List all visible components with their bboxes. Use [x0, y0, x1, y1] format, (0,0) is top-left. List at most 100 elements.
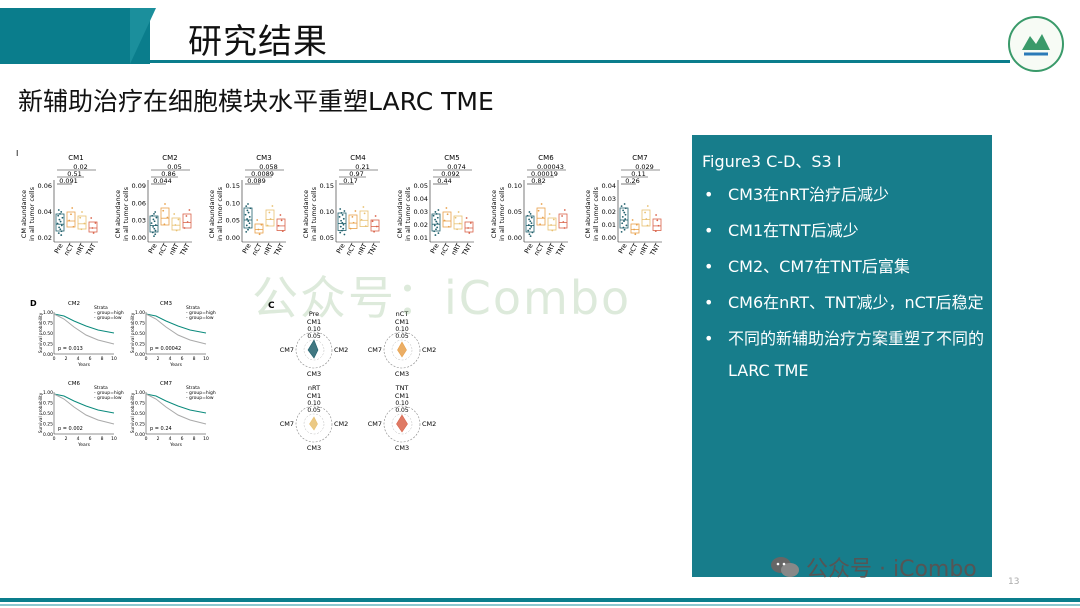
data-point [433, 230, 436, 233]
data-point [622, 209, 624, 212]
y-tick-label: 1.00 [43, 390, 53, 396]
y-tick-label: 0.05 [320, 234, 334, 242]
data-point [153, 227, 156, 230]
y-axis-label: Survival probability [38, 392, 43, 433]
box-nct [160, 207, 170, 226]
data-point [248, 215, 251, 218]
data-point [246, 218, 248, 220]
strata-low: - group=low [94, 395, 122, 401]
y-axis-label: CM abundancein all tumor cells [20, 186, 36, 241]
y-tick-label: 0.10 [320, 208, 334, 216]
data-point [456, 228, 458, 231]
radar-title: TNT [395, 384, 409, 392]
data-point [162, 209, 165, 212]
data-point [248, 222, 251, 225]
data-point [349, 227, 352, 230]
axis-label-top: CM1 [395, 392, 409, 400]
data-point [340, 219, 342, 222]
data-point [445, 207, 448, 209]
pvalue-label: 0.05 [167, 163, 181, 171]
data-point [364, 225, 367, 228]
y-tick-label: 0.25 [135, 422, 145, 428]
radar-ring-outer [295, 405, 333, 443]
data-point [644, 211, 646, 214]
curve-high [145, 313, 207, 334]
pvalue-label: 0.02 [73, 163, 87, 171]
strata-label: Strata [94, 385, 108, 391]
x-tick-label: nCT [626, 242, 639, 257]
y-tick-label: 0.00 [602, 234, 616, 242]
data-point [177, 218, 180, 221]
y-axis-label: CM abundancein all tumor cells [302, 186, 318, 241]
curve-high [145, 393, 207, 414]
data-point [526, 214, 529, 217]
axis-label-bottom: CM3 [307, 444, 321, 452]
data-point [60, 211, 63, 213]
data-point [60, 234, 63, 236]
pvalue-label: 0.26 [625, 177, 639, 185]
panel-letter: C [268, 301, 275, 311]
y-axis-label: Survival probability [130, 312, 135, 353]
radar-ring-outer [383, 331, 421, 369]
header-slant [130, 8, 156, 64]
y-tick-label: 0.00 [43, 352, 53, 358]
data-point [247, 203, 249, 205]
y-tick-label: 0.01 [414, 234, 428, 242]
plot-title: CM4 [350, 154, 366, 162]
watermark-bottom-text: 公众号 · iCombo [806, 557, 977, 582]
x-tick-label: 2 [65, 436, 68, 442]
box-nrt [453, 215, 463, 230]
data-point [432, 214, 435, 217]
radar-shape [397, 341, 407, 358]
data-point [248, 226, 251, 229]
strata-label: Strata [94, 305, 108, 311]
radar-title: nRT [308, 384, 320, 392]
bullet-item: CM3在nRT治疗后减少 [700, 179, 985, 211]
data-point [279, 214, 282, 216]
data-point [339, 208, 342, 210]
x-tick-label: TNT [178, 242, 192, 258]
y-tick-label: 0.03 [414, 208, 428, 216]
data-point [434, 234, 437, 236]
header-band [0, 8, 150, 64]
data-point [362, 206, 365, 208]
x-tick-label: 8 [101, 356, 104, 362]
y-tick-label: 0.03 [132, 217, 146, 225]
data-point [657, 224, 660, 227]
data-point [90, 217, 93, 219]
axis-label-top: CM1 [307, 392, 321, 400]
radar-ring-outer [295, 331, 333, 369]
y-tick-label: 0.09 [132, 182, 146, 190]
y-tick-label: 0.25 [135, 342, 145, 348]
x-tick-label: 2 [157, 356, 160, 362]
y-axis-label: CM abundancein all tumor cells [490, 186, 506, 241]
data-point [183, 227, 186, 229]
data-point [339, 231, 342, 234]
data-point [81, 211, 83, 213]
data-point [624, 218, 627, 220]
data-point [435, 220, 438, 223]
axis-label-left: CM7 [280, 346, 294, 354]
y-tick-label: 0.00 [135, 432, 145, 438]
data-point [153, 220, 156, 223]
y-tick-label: 0.25 [43, 422, 53, 428]
pvalue-label: 0.029 [635, 163, 654, 171]
data-point [271, 205, 274, 207]
data-point [247, 220, 250, 223]
y-tick-label: 0.50 [43, 411, 53, 417]
x-axis-label: Years [169, 362, 183, 368]
footer-rule-light [0, 604, 1080, 606]
data-point [72, 225, 75, 228]
axis-label-top: CM1 [395, 318, 409, 326]
box-pre [337, 212, 347, 231]
slide-subtitle: 新辅助治疗在细胞模块水平重塑LARC TME [18, 87, 494, 116]
y-axis-label: CM abundancein all tumor cells [114, 186, 130, 241]
data-point [454, 216, 457, 219]
data-point [443, 219, 446, 222]
axis-label-right: CM2 [422, 346, 436, 354]
pvalue-label: 0.058 [259, 163, 278, 171]
